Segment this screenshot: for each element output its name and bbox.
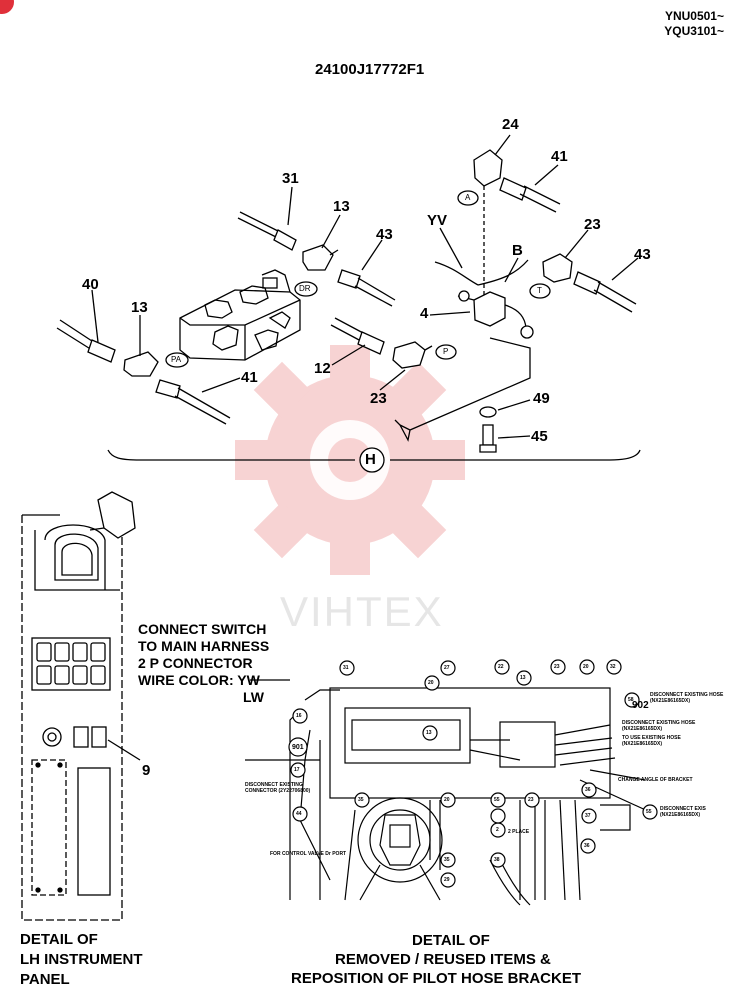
callout-12: 12 [314, 360, 331, 377]
detail-circle-35-b: 35 [444, 857, 450, 863]
detail-circle-27: 27 [444, 665, 450, 671]
note-disconnect-hose-code: (NX21E86165DX) [650, 698, 691, 704]
callout-40: 40 [82, 276, 99, 293]
callout-4: 4 [420, 305, 429, 322]
panel-note-line-4: WIRE COLOR: YW [138, 672, 260, 688]
note-disconnect-hose-2-code: (NX21E86165DX) [622, 726, 663, 732]
panel-note-line-5: LW [243, 689, 264, 705]
detail-caption-line-3: REPOSITION OF PILOT HOSE BRACKET [291, 970, 582, 987]
detail-circle-13-a: 13 [520, 675, 526, 681]
port-label-pa: PA [171, 355, 182, 364]
detail-circle-55-a: 55 [494, 797, 500, 803]
port-label-dr: DR [299, 284, 311, 293]
note-disconnect-hose: DISCONNECT EXISTING HOSE [650, 692, 724, 698]
detail-circle-58: 58 [628, 697, 634, 703]
detail-circle-20-a: 20 [428, 680, 434, 686]
detail-circle-37: 37 [585, 813, 591, 819]
port-label-p: P [443, 347, 449, 356]
detail-circle-17: 17 [294, 767, 300, 773]
detail-circle-29: 29 [444, 877, 450, 883]
serial-range-1: YNU0501~ [664, 9, 724, 23]
port-label-a: A [465, 193, 471, 202]
detail-caption-line-2: REMOVED / REUSED ITEMS & [335, 951, 551, 968]
panel-caption-line-1: DETAIL OF [20, 931, 98, 948]
detail-circle-20-b: 20 [583, 664, 589, 670]
callout-31: 31 [282, 170, 299, 187]
callout-9: 9 [142, 762, 151, 779]
watermark-text: VIHTEX [280, 588, 444, 635]
callout-23-a: 23 [584, 216, 601, 233]
note-2-place: 2 PLACE [508, 829, 530, 835]
callout-24: 24 [502, 116, 519, 133]
detail-circle-16: 16 [296, 713, 302, 719]
port-label-t: T [537, 286, 542, 295]
panel-caption-line-2: LH INSTRUMENT [20, 951, 143, 968]
panel-note-line-1: CONNECT SWITCH [138, 621, 267, 637]
detail-circle-23-b: 23 [528, 797, 534, 803]
note-connector-line-2: CONNECTOR (2Y22706800) [245, 788, 311, 794]
note-control-valve: FOR CONTROL VALVE Dr PORT [270, 851, 347, 857]
callout-yv: YV [427, 212, 448, 229]
note-to-use-code: (NX21E86165DX) [622, 741, 663, 747]
note-disconnect-exist: DISCONNECT EXIS [660, 806, 706, 812]
note-disconnect-hose-2: DISCONNECT EXISTING HOSE [622, 720, 696, 726]
detail-circle-44: 44 [296, 811, 302, 817]
serial-range-2: YQU3101~ [664, 24, 724, 38]
detail-circle-36-b: 36 [584, 843, 590, 849]
callout-43-a: 43 [376, 226, 393, 243]
detail-circle-32: 32 [610, 664, 616, 670]
detail-circle-20-c: 20 [444, 797, 450, 803]
detail-circle-55-b: 55 [646, 809, 652, 815]
detail-caption-line-1: DETAIL OF [412, 932, 490, 949]
detail-circle-35-a: 35 [358, 797, 364, 803]
detail-circle-13-b: 13 [426, 730, 432, 736]
callout-49: 49 [533, 390, 550, 407]
callout-13-a: 13 [333, 198, 350, 215]
callout-41-a: 41 [551, 148, 568, 165]
detail-circle-38: 38 [494, 857, 500, 863]
callout-41-b: 41 [241, 369, 258, 386]
detail-circle-36-a: 36 [585, 787, 591, 793]
panel-note-line-3: 2 P CONNECTOR [138, 655, 253, 671]
detail-circle-901: 901 [292, 744, 304, 751]
part-number: 24100J17772F1 [315, 61, 425, 78]
detail-box-902: 902 [632, 700, 649, 711]
detail-circle-2: 2 [496, 827, 499, 833]
callout-45: 45 [531, 428, 548, 445]
panel-caption-line-3: PANEL [20, 971, 70, 988]
detail-circle-22: 22 [498, 664, 504, 670]
detail-circle-23-a: 23 [554, 664, 560, 670]
note-to-use: TO USE EXISTING HOSE [622, 735, 681, 741]
panel-note-line-2: TO MAIN HARNESS [138, 638, 270, 654]
callout-43-b: 43 [634, 246, 651, 263]
callout-13-b: 13 [131, 299, 148, 316]
callout-b: B [512, 242, 523, 259]
callout-23-b: 23 [370, 390, 387, 407]
detail-marker-h: H [365, 451, 376, 468]
note-connector-line-1: DISCONNECT EXISTING [245, 782, 303, 788]
note-disconnect-exist-code: (NX21E86165DX) [660, 812, 701, 818]
detail-circle-31: 31 [343, 665, 349, 671]
note-change-angle: CHANGE ANGLE OF BRACKET [618, 777, 693, 783]
